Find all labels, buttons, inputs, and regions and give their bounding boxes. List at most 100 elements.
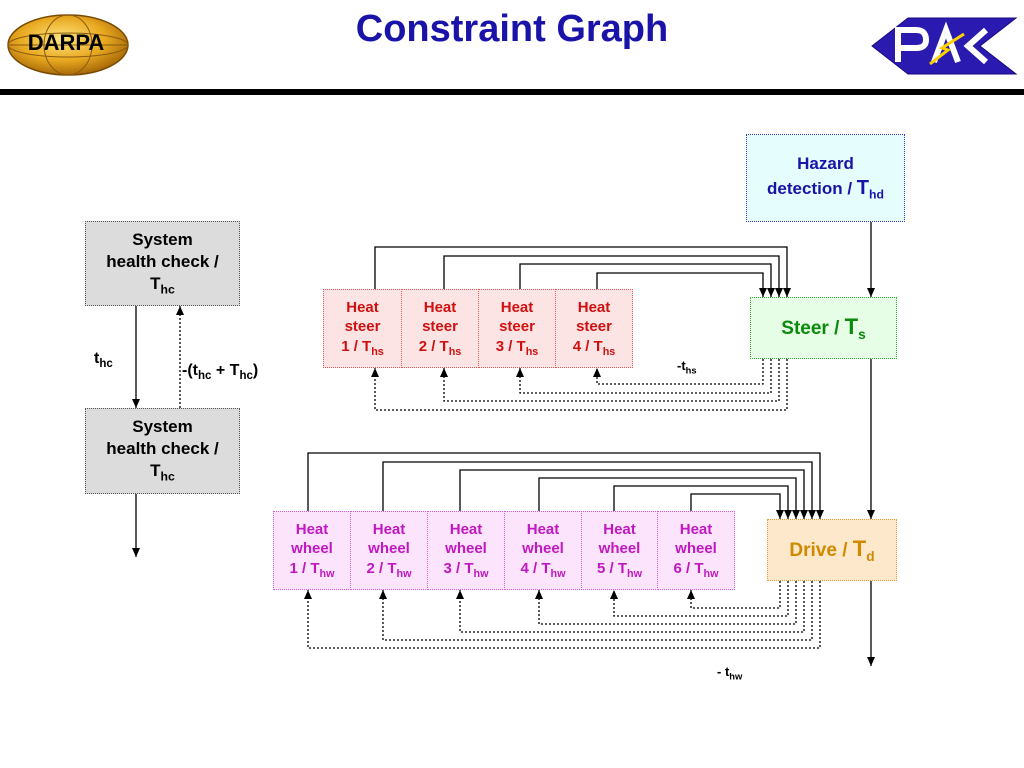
node-index: 3 / T (495, 337, 526, 355)
edge-drive-hw2 (379, 581, 813, 641)
page-title: Constraint Graph (355, 8, 669, 50)
node-text: 4 / Thw (520, 559, 565, 581)
edge-drive-hw4 (535, 581, 797, 625)
node-index: 5 / T (596, 559, 627, 577)
edge-label-subscript: hc (197, 370, 212, 383)
node-subscript: hs (525, 345, 539, 358)
node-text: health check / (106, 439, 219, 459)
system-health-check-node-1: System health check / Thc (85, 221, 240, 306)
edge-label-subscript: hw (729, 671, 743, 682)
node-text: 3 / Ths (496, 337, 539, 359)
node-subscript: hs (602, 345, 616, 358)
node-index: 2 / T (366, 559, 397, 577)
node-symbol: T (852, 535, 867, 561)
edge-steer-hs1 (371, 359, 788, 411)
node-text: 6 / Thw (673, 559, 718, 581)
edge-label-thc: thc (94, 350, 113, 370)
node-index: 2 / T (418, 337, 449, 355)
node-symbol: T (150, 273, 161, 293)
edge-label-ths: -ths (677, 358, 697, 376)
edge-hs4-steer (596, 272, 767, 297)
edge-hs3-steer (519, 263, 775, 297)
node-subscript: hw (319, 567, 335, 580)
node-text: wheel (598, 540, 641, 558)
darpa-logo (7, 14, 129, 76)
node-text: Steer / Ts (781, 313, 865, 344)
darpa-logo-text: DARPA (27, 30, 105, 55)
node-text: wheel (291, 540, 333, 558)
node-subscript: hs (448, 345, 462, 358)
node-subscript: hd (869, 187, 884, 202)
edge-label-thw: - thw (717, 664, 742, 682)
edge-drive-hw5 (610, 581, 789, 617)
node-text: detection / Thd (767, 175, 884, 203)
node-text: wheel (675, 540, 717, 558)
node-text: Drive / Td (789, 535, 874, 566)
heat-wheel-node-4: Heat wheel 4 / Thw (504, 511, 582, 590)
node-text: Hazard (797, 153, 854, 173)
node-index: 4 / T (572, 337, 603, 355)
node-text: Heat (346, 298, 379, 316)
edge-label-subscript: hc (239, 370, 253, 383)
node-symbol: T (856, 176, 869, 199)
node-text: 2 / Ths (419, 337, 462, 359)
node-text: wheel (522, 540, 564, 558)
node-text: 5 / Thw (597, 559, 642, 581)
edge-hw5-drive (613, 485, 792, 519)
node-subscript: hc (160, 282, 175, 297)
node-subscript: d (866, 548, 875, 564)
heat-wheel-node-2: Heat wheel 2 / Thw (350, 511, 428, 590)
edge-label-text: -(t (182, 362, 198, 379)
edge-hw3-drive (459, 469, 808, 519)
node-text: Heat (526, 520, 560, 538)
node-text: Heat (679, 520, 713, 538)
edge-label-text: ) (252, 362, 259, 379)
node-subscript: hw (550, 567, 566, 580)
node-text: health check / (106, 251, 219, 271)
node-text: Heat (423, 298, 457, 316)
node-index: 6 / T (673, 559, 704, 577)
edge-label-text: + T (211, 362, 240, 379)
node-index: 1 / T (289, 559, 320, 577)
edge-hw6-drive (690, 493, 784, 519)
node-text: Heat (500, 298, 534, 316)
node-subscript: hw (473, 567, 489, 580)
pacc-logo (871, 17, 1018, 75)
node-text: 2 / Thw (366, 559, 411, 581)
node-symbol: T (844, 313, 859, 339)
edge-hw2-drive (382, 461, 816, 519)
node-text: Steer / (781, 317, 840, 339)
drive-node: Drive / Td (767, 519, 897, 581)
edge-steer-hs4 (593, 359, 764, 385)
edge-hs2-steer (443, 255, 783, 297)
node-text: Heat (603, 520, 636, 538)
node-symbol: T (150, 461, 161, 481)
node-text: System (132, 229, 193, 249)
node-text: steer (344, 318, 381, 336)
hazard-detection-node: Hazard detection / Thd (746, 134, 905, 222)
heat-steer-node-1: Heat steer 1 / Ths (323, 289, 402, 368)
heat-wheel-node-5: Heat wheel 5 / Thw (581, 511, 658, 590)
edge-drive-hw3 (456, 581, 805, 633)
system-health-check-node-2: System health check / Thc (85, 408, 240, 494)
node-subscript: hc (160, 469, 175, 484)
node-text: Drive / (789, 539, 848, 561)
edge-label-subscript: hc (99, 358, 113, 371)
edge-label-subscript: hs (685, 365, 697, 376)
node-text: Heat (372, 520, 406, 538)
edge-hs1-steer (374, 246, 791, 297)
node-text: detection / (767, 178, 853, 198)
edge-label-text: t (94, 350, 100, 367)
node-index: 3 / T (443, 559, 474, 577)
node-subscript: hw (703, 567, 719, 580)
edge-label-text: -t (677, 358, 686, 373)
node-text: Thc (150, 273, 175, 298)
heat-steer-node-2: Heat steer 2 / Ths (401, 289, 479, 368)
header-divider (0, 89, 1024, 95)
node-index: 1 / T (341, 337, 372, 355)
edge-drive-hw1 (304, 581, 821, 649)
heat-wheel-node-6: Heat wheel 6 / Thw (657, 511, 735, 590)
node-text: System (132, 417, 193, 437)
edge-drive-hw6 (687, 581, 781, 609)
